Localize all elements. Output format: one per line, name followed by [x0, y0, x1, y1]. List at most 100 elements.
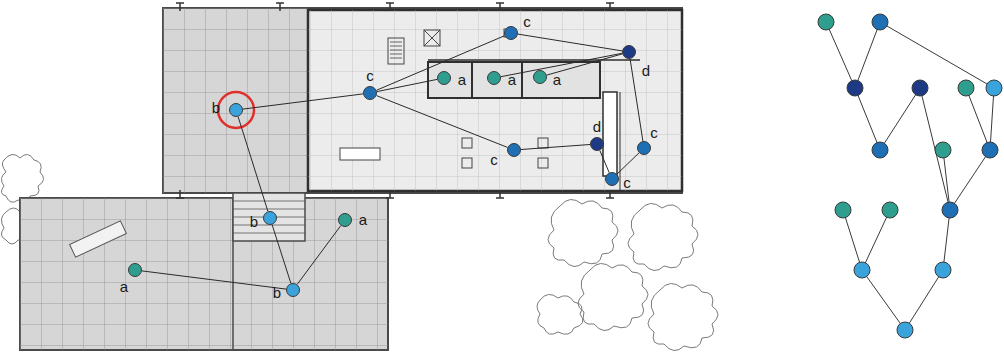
graph-line: [966, 88, 990, 150]
graph-line: [826, 22, 855, 88]
columns: [176, 3, 614, 198]
access-link: [297, 226, 341, 285]
partition: [620, 92, 621, 190]
tree-outline: [1, 154, 43, 202]
graph-node: [982, 142, 998, 158]
node-label: a: [120, 279, 128, 295]
access-link: [376, 36, 504, 91]
graph-node: [872, 14, 888, 30]
core-wall: [521, 62, 523, 98]
node-label: c: [523, 14, 531, 30]
cabinet: [424, 30, 440, 46]
graph-line: [855, 22, 880, 88]
space-node: a: [128, 263, 142, 277]
graph-line: [880, 22, 994, 88]
graph-line: [943, 150, 950, 210]
space-node: b: [229, 103, 243, 117]
node-label: a: [508, 72, 516, 88]
space-node: c: [504, 26, 518, 40]
chair: [538, 158, 548, 168]
node-label: c: [490, 152, 498, 168]
access-link: [377, 96, 508, 148]
glass-enclosure: [308, 10, 682, 191]
graph-line: [843, 210, 862, 270]
space-node: a: [338, 213, 352, 227]
access-link: [238, 117, 268, 212]
sofa: [340, 148, 380, 160]
node-label: a: [553, 72, 561, 88]
node-label: c: [366, 68, 374, 84]
access-link: [243, 94, 363, 109]
graph-node: [897, 322, 913, 338]
graph-node: [912, 80, 928, 96]
justified-graph-lines: [826, 22, 994, 330]
bed: [388, 38, 404, 64]
graph-node: [882, 202, 898, 218]
graph-line: [990, 88, 994, 150]
chair: [538, 138, 548, 148]
core-wall: [471, 62, 473, 98]
node-label: b: [212, 100, 220, 116]
space-node: c: [637, 141, 651, 155]
tree-outline: [648, 283, 718, 350]
space-node: b: [286, 283, 300, 297]
graph-node: [935, 142, 951, 158]
node-label: a: [359, 212, 367, 228]
lower-terrace: [20, 198, 388, 350]
access-link: [600, 150, 609, 172]
graph-line: [862, 270, 905, 330]
graph-line: [943, 210, 950, 270]
access-link: [501, 53, 622, 76]
steps: [233, 193, 305, 241]
graph-node: [835, 202, 851, 218]
bed-hatch: [390, 42, 402, 58]
graph-line: [905, 270, 943, 330]
graph-line: [862, 210, 890, 270]
space-node: d: [590, 137, 604, 151]
step-lines: [233, 201, 305, 233]
space-node: a: [487, 71, 501, 85]
access-link: [272, 225, 291, 284]
graph-node: [872, 142, 888, 158]
access-link: [142, 271, 286, 289]
upper-terrace: [163, 8, 682, 193]
graph-node: [847, 80, 863, 96]
node-label: c: [650, 125, 658, 141]
node-label: c: [623, 175, 631, 191]
tree-outline: [548, 199, 618, 266]
space-node: c: [363, 86, 377, 100]
space-node: a: [437, 71, 451, 85]
cabinet: [424, 30, 440, 46]
node-label: d: [593, 119, 601, 135]
access-link: [617, 153, 639, 174]
node-label: a: [458, 72, 466, 88]
access-link: [630, 59, 643, 141]
graph-line: [920, 88, 950, 210]
space-node: b: [263, 211, 277, 225]
graph-node: [854, 262, 870, 278]
tree-outline: [537, 294, 583, 334]
graph-line: [855, 88, 880, 150]
space-node: c: [507, 143, 521, 157]
terrace-grid: [163, 8, 308, 193]
terrace-grid: [20, 198, 388, 350]
space-node: d: [622, 45, 636, 59]
graph-node: [986, 80, 1002, 96]
chair: [462, 138, 472, 148]
graph-node: [942, 202, 958, 218]
column-marks: [176, 3, 614, 198]
access-link: [518, 34, 622, 51]
node-label: b: [273, 285, 281, 301]
node-label: b: [250, 214, 258, 230]
highlight-ring: [218, 92, 254, 128]
core-wall: [428, 59, 640, 61]
chair: [462, 158, 472, 168]
space-node: a: [533, 70, 547, 84]
graph-node: [935, 262, 951, 278]
access-link: [377, 79, 437, 91]
access-link: [521, 145, 590, 150]
node-label: d: [642, 63, 650, 79]
